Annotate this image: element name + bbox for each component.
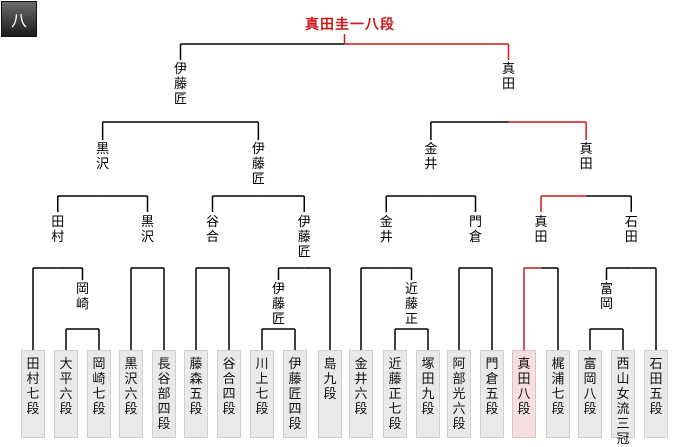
player-box[interactable]: 黒沢六段	[119, 350, 143, 438]
winner-name: 田村	[51, 215, 65, 245]
player-box[interactable]: 谷合四段	[217, 350, 241, 438]
player-box[interactable]: 田村七段	[21, 350, 45, 438]
player-box[interactable]: 塚田九段	[416, 350, 440, 438]
player-box[interactable]: 阿部光六段	[447, 350, 471, 438]
winner-name: 真田	[579, 142, 593, 172]
winner-name: 門倉	[468, 215, 482, 245]
player-box[interactable]: 岡崎七段	[87, 350, 111, 438]
player-box[interactable]: 金井六段	[349, 350, 373, 438]
player-box[interactable]: 藤森五段	[184, 350, 208, 438]
player-box[interactable]: 近藤正七段	[383, 350, 407, 438]
player-box[interactable]: 西山女流三冠	[611, 350, 635, 447]
winner-name: 金井	[379, 215, 393, 245]
champion-name: 真田圭一八段	[305, 17, 395, 33]
winner-name: 伊藤匠	[297, 215, 311, 260]
winner-name: 近藤正	[404, 282, 418, 327]
player-box[interactable]: 富岡八段	[578, 350, 602, 438]
winner-name: 黒沢	[96, 142, 110, 172]
player-box[interactable]: 長谷部四段	[152, 350, 176, 438]
winner-name: 富岡	[599, 282, 613, 312]
winner-name: 黒沢	[140, 215, 154, 245]
winner-name: 伊藤匠	[271, 282, 285, 327]
winner-name: 金井	[424, 142, 438, 172]
winner-name: 岡崎	[75, 282, 89, 312]
winner-name: 谷合	[205, 215, 219, 245]
winner-name: 石田	[624, 215, 638, 245]
winner-name: 伊藤匠	[251, 142, 265, 187]
player-box[interactable]: 伊藤匠四段	[283, 350, 307, 438]
winner-name: 真田	[501, 62, 515, 92]
winner-name: 伊藤匠	[173, 62, 187, 107]
player-box[interactable]: 真田八段	[512, 350, 536, 438]
player-box[interactable]: 梶浦七段	[546, 350, 570, 438]
player-box[interactable]: 大平六段	[54, 350, 78, 438]
winner-name: 真田	[534, 215, 548, 245]
tab-button[interactable]: 八	[1, 1, 37, 37]
player-box[interactable]: 石田五段	[644, 350, 668, 438]
player-box[interactable]: 島 九段	[318, 350, 342, 438]
tab-label: 八	[10, 11, 27, 30]
player-box[interactable]: 門倉五段	[480, 350, 504, 438]
player-box[interactable]: 川上七段	[250, 350, 274, 438]
